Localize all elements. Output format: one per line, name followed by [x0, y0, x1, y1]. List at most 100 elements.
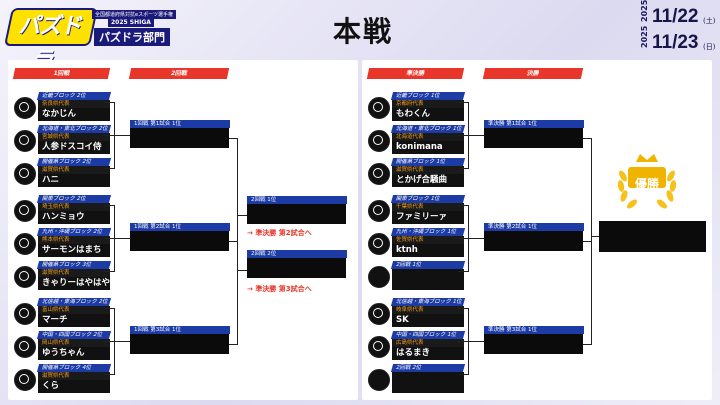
player-block: 中国・四国ブロック 2位 [36, 331, 112, 339]
player-emblem-icon [14, 266, 36, 288]
player-emblem-icon [368, 233, 390, 255]
player-emblem-icon [368, 163, 390, 185]
player-emblem-icon [14, 233, 36, 255]
date-1-dow: (土) [703, 17, 716, 25]
player-emblem-icon [14, 163, 36, 185]
player-prefecture: 滋賀県代表 [38, 372, 110, 380]
r3-slot-2-label: 2回戦 2位 [247, 250, 347, 258]
player-emblem-icon [14, 303, 36, 325]
emblem-ring [373, 135, 383, 145]
player-name: konimana [392, 141, 464, 154]
player-prefecture: 宮城県代表 [38, 133, 110, 141]
player-card: 開催県ブロック 1位滋賀県代表とかげ合騒曲 [368, 158, 466, 188]
player-block: 中国・四国ブロック 1位 [390, 331, 466, 339]
note-prefix: → [247, 229, 256, 237]
final-slot-1-label: 準決勝 第1試合 1位 [484, 120, 584, 128]
player-name: 人参ドスコイ侍 [38, 141, 110, 154]
player-name: サーモンはまち [38, 244, 110, 257]
date-2: 11/23 [652, 32, 699, 53]
division-title: パズドラ部門 [94, 28, 170, 46]
player-card: 開催県ブロック 3位滋賀県代表きゃりーはやはや [14, 261, 112, 291]
player-card: 近畿ブロック 1位京都府代表もわくん [368, 92, 466, 122]
player-name: SK [392, 314, 464, 327]
r3-slot-1 [247, 204, 346, 224]
event-logo: パズドラ 全国都道府県対抗eスポーツ選手権 2025 SHIGA パズドラ部門 [3, 6, 178, 73]
champion-emblem [610, 148, 684, 214]
semi-label: 準決勝 [366, 68, 465, 79]
player-name: ゆうちゃん [38, 347, 110, 360]
player-prefecture: 滋賀県代表 [392, 166, 464, 174]
logo-subtitle: 全国都道府県対抗eスポーツ選手権 [92, 10, 176, 19]
final-label: 決勝 [482, 68, 584, 79]
player-prefecture: 埼玉県代表 [38, 203, 110, 211]
note-prefix: → [247, 285, 256, 293]
player-prefecture: 富山県代表 [38, 306, 110, 314]
player-block: 開催県ブロック 3位 [36, 261, 112, 269]
player-card: 関東ブロック 2位埼玉県代表ハンミョウ [14, 195, 112, 225]
player-block: 2回戦 2位 [390, 364, 466, 372]
player-emblem-icon [368, 200, 390, 222]
player-block: 北海道・東北ブロック 1位 [390, 125, 466, 133]
note-semi-2: → 準決勝 第2試合へ [247, 228, 312, 238]
player-name: もわくん [392, 108, 464, 121]
date-2-dow: (日) [703, 43, 716, 51]
player-prefecture: 京都府代表 [392, 100, 464, 108]
r2-slot-2 [130, 231, 229, 251]
player-name: ハンミョウ [38, 211, 110, 224]
player-prefecture: 千葉県代表 [392, 203, 464, 211]
emblem-ring [373, 168, 383, 178]
player-block: 近畿ブロック 2位 [36, 92, 112, 100]
player-prefecture: 北海道代表 [392, 133, 464, 141]
emblem-ring [373, 238, 383, 248]
player-block: 北海道・東北ブロック 2位 [36, 125, 112, 133]
round1-label: 1回戦 [12, 68, 111, 79]
date-2-year: 2025 [640, 25, 649, 48]
player-name: はるまき [392, 347, 464, 360]
player-prefecture: 奈良県代表 [38, 100, 110, 108]
emblem-ring [19, 341, 29, 351]
player-prefecture: 熊本県代表 [38, 236, 110, 244]
emblem-ring [19, 102, 29, 112]
emblem-ring [19, 308, 29, 318]
player-name: くら [38, 380, 110, 393]
page-title: 本戦 [332, 15, 393, 48]
player-name [392, 372, 464, 393]
emblem-ring [19, 238, 29, 248]
player-name: きゃりーはやはや [38, 277, 110, 290]
player-card: 2回戦 2位 [368, 364, 466, 394]
emblem-ring [19, 168, 29, 178]
player-card: 九州・沖縄ブロック 2位熊本県代表サーモンはまち [14, 228, 112, 258]
emblem-ring [19, 374, 29, 384]
player-name: ファミリーァ [392, 211, 464, 224]
player-prefecture: 岡山県代表 [38, 339, 110, 347]
player-card: 北信越・東海ブロック 2位富山県代表マーチ [14, 298, 112, 328]
player-name: ハニ [38, 174, 110, 187]
player-card: 中国・四国ブロック 1位広島県代表はるまき [368, 331, 466, 361]
player-emblem-icon [14, 200, 36, 222]
r2-slot-3 [130, 334, 229, 354]
note-suffix: 第3試合へ [276, 285, 312, 293]
player-card: 関東ブロック 1位千葉県代表ファミリーァ [368, 195, 466, 225]
player-card: 開催県ブロック 2位滋賀県代表ハニ [14, 158, 112, 188]
emblem-ring [373, 205, 383, 215]
emblem-ring [373, 341, 383, 351]
r2-slot-1-label: 1回戦 第1試合 1位 [130, 120, 230, 128]
player-name: なかじん [38, 108, 110, 121]
player-card: 近畿ブロック 2位奈良県代表なかじん [14, 92, 112, 122]
player-block: 2回戦 1位 [390, 261, 466, 269]
player-emblem-icon [14, 336, 36, 358]
r2-slot-3-label: 1回戦 第3試合 1位 [130, 326, 230, 334]
final-slot-3-label: 準決勝 第3試合 1位 [484, 326, 584, 334]
player-emblem-icon [368, 303, 390, 325]
final-slot-1 [484, 128, 583, 148]
player-emblem-icon [368, 97, 390, 119]
player-emblem-icon [368, 266, 390, 288]
player-block: 関東ブロック 1位 [390, 195, 466, 203]
player-block: 九州・沖縄ブロック 2位 [36, 228, 112, 236]
r3-slot-2 [247, 258, 346, 278]
player-block: 北信越・東海ブロック 2位 [36, 298, 112, 306]
date-1-year: 2025 [640, 0, 649, 22]
emblem-ring [19, 205, 29, 215]
